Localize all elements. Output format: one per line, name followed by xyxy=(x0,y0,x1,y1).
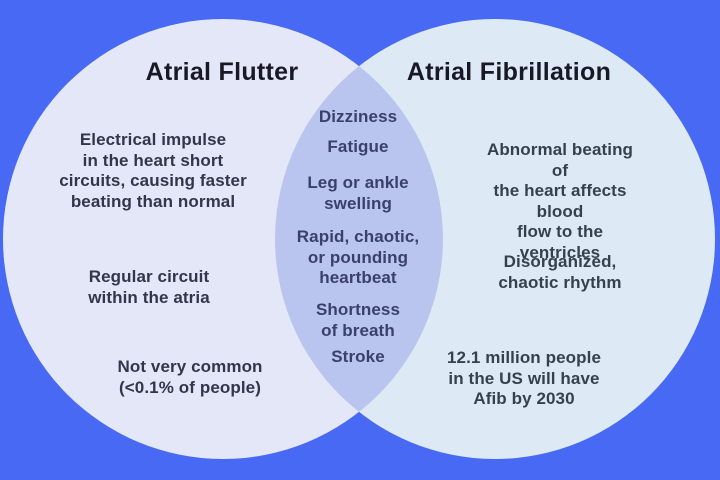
shared-item-leg-ankle-swelling: Leg or ankle swelling xyxy=(307,173,409,213)
overlap-lens-shape xyxy=(275,66,443,412)
right-item-disorganized-rhythm: Disorganized, chaotic rhythm xyxy=(498,252,622,292)
shared-item-dizziness: Dizziness xyxy=(318,107,398,126)
shared-item-fatigue: Fatigue xyxy=(327,137,389,156)
left-item-regular-circuit: Regular circuit within the atria xyxy=(88,267,210,307)
shared-item-stroke: Stroke xyxy=(331,347,385,366)
left-circle-title: Atrial Flutter xyxy=(145,58,299,86)
shared-item-rapid-chaotic-heartbeat: Rapid, chaotic, or pounding heartbeat xyxy=(296,227,420,287)
right-item-afib-statistic: 12.1 million people in the US will have … xyxy=(447,348,601,408)
right-circle-title: Atrial Fibrillation xyxy=(406,58,612,86)
left-item-electrical-impulse: Electrical impulse in the heart short ci… xyxy=(59,130,247,211)
shared-item-shortness-of-breath: Shortness of breath xyxy=(315,300,401,340)
right-item-abnormal-beating: Abnormal beating of the heart affects bl… xyxy=(486,140,634,262)
left-item-not-very-common: Not very common (<0.1% of people) xyxy=(117,357,263,397)
